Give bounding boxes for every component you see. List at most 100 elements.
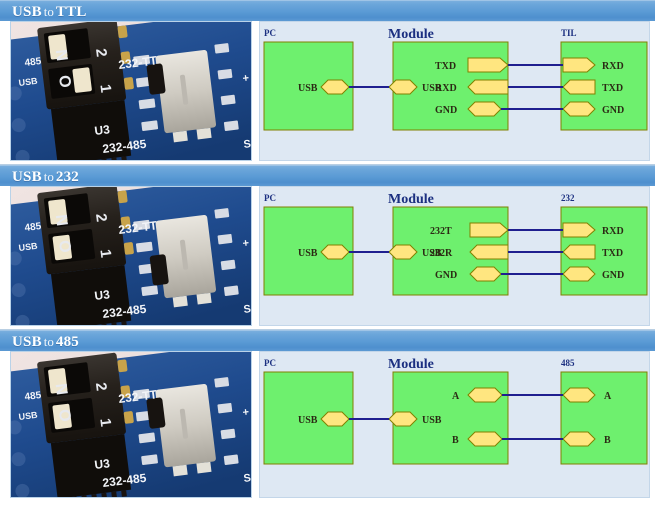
ttl-txd-connector bbox=[562, 79, 596, 95]
rs232-gnd-connector bbox=[562, 266, 596, 282]
svg-text:USB: USB bbox=[18, 410, 39, 422]
svg-text:U3: U3 bbox=[94, 122, 111, 138]
svg-text:S: S bbox=[243, 472, 252, 485]
title-suffix: TTL bbox=[55, 4, 87, 20]
svg-text:232-485: 232-485 bbox=[102, 302, 148, 321]
svg-text:+: + bbox=[242, 237, 250, 250]
svg-text:N: N bbox=[52, 48, 70, 62]
module-box-label: Module bbox=[388, 192, 434, 207]
svg-text:232-TT: 232-TT bbox=[118, 387, 159, 406]
svg-text:1: 1 bbox=[96, 248, 114, 258]
section-body-485: 2 1 N O 485 bbox=[0, 351, 655, 499]
module-b-connector bbox=[467, 431, 503, 447]
section-divider bbox=[0, 164, 655, 165]
pc-usb-label: USB bbox=[298, 83, 318, 94]
rs232-rxd-connector bbox=[562, 222, 596, 238]
module-232r-connector bbox=[469, 244, 509, 260]
svg-text:S: S bbox=[243, 138, 252, 151]
module-a-connector bbox=[467, 387, 503, 403]
svg-text:232-485: 232-485 bbox=[102, 471, 148, 490]
module-rxd-connector bbox=[467, 79, 509, 95]
module-232t-label: 232T bbox=[430, 226, 452, 237]
pc-usb-label: USB bbox=[298, 248, 318, 259]
rs232-txd-label: TXD bbox=[602, 248, 623, 259]
wiring-diagram-485: PC USB Module USB A B 485 A bbox=[259, 351, 650, 498]
pc-box-label: PC bbox=[264, 193, 276, 203]
ttl-rxd-connector bbox=[562, 57, 596, 73]
svg-text:232-TT: 232-TT bbox=[118, 218, 159, 237]
svg-text:N: N bbox=[52, 213, 70, 227]
svg-text:+: + bbox=[242, 406, 250, 419]
title-prefix: USB bbox=[12, 169, 42, 185]
svg-text:485: 485 bbox=[24, 390, 42, 403]
pcb-illustration: 2 1 N O 485 bbox=[11, 22, 251, 160]
svg-text:2: 2 bbox=[92, 48, 110, 58]
board-photo-ttl: 2 1 N O 485 bbox=[10, 21, 252, 161]
module-b-label: B bbox=[452, 435, 459, 446]
svg-text:2: 2 bbox=[92, 213, 110, 223]
ttl-txd-label: TXD bbox=[602, 83, 623, 94]
module-usb-connector bbox=[388, 79, 418, 95]
rs485-a-label: A bbox=[604, 391, 612, 402]
svg-text:1: 1 bbox=[96, 417, 114, 427]
svg-text:232-485: 232-485 bbox=[102, 137, 148, 156]
svg-text:S: S bbox=[243, 303, 252, 316]
ttl-gnd-label: GND bbox=[602, 105, 624, 116]
title-middle: to bbox=[43, 334, 54, 349]
module-txd-connector bbox=[467, 57, 509, 73]
rs485-box bbox=[560, 371, 648, 465]
ttl-gnd-connector bbox=[562, 101, 596, 117]
module-gnd-label: GND bbox=[435, 105, 457, 116]
module-usb-connector bbox=[388, 411, 418, 427]
pc-usb-connector bbox=[320, 411, 350, 427]
svg-text:O: O bbox=[55, 239, 73, 253]
section-body-ttl: 2 1 N O 485 bbox=[0, 21, 655, 164]
module-txd-label: TXD bbox=[435, 61, 456, 72]
rs485-a-connector bbox=[562, 387, 596, 403]
rs485-b-label: B bbox=[604, 435, 611, 446]
title-suffix: 232 bbox=[55, 169, 80, 185]
svg-text:O: O bbox=[55, 408, 73, 422]
ttl-box-label: TIL bbox=[561, 28, 577, 38]
svg-text:U3: U3 bbox=[94, 456, 111, 472]
module-gnd-connector bbox=[469, 266, 502, 282]
svg-text:485: 485 bbox=[24, 56, 42, 69]
module-232r-label: 232R bbox=[430, 248, 453, 259]
module-usb-label: USB bbox=[422, 248, 442, 259]
svg-text:O: O bbox=[55, 74, 73, 88]
rs232-gnd-label: GND bbox=[602, 270, 624, 281]
module-232t-connector bbox=[469, 222, 509, 238]
section-usb-to-485: USB to 485 bbox=[0, 330, 655, 499]
pc-usb-label: USB bbox=[298, 415, 318, 426]
board-photo-232: 2 1 N O 485 bbox=[10, 186, 252, 326]
module-gnd-connector bbox=[467, 101, 502, 117]
pc-usb-connector bbox=[320, 79, 350, 95]
svg-text:232-TT: 232-TT bbox=[118, 53, 159, 72]
pcb-illustration: 2 1 N O 485 bbox=[11, 352, 251, 497]
board-photo-485: 2 1 N O 485 bbox=[10, 351, 252, 498]
module-usb-label: USB bbox=[422, 83, 442, 94]
module-box-label: Module bbox=[388, 357, 434, 372]
rs232-rxd-label: RXD bbox=[602, 226, 624, 237]
wiring-diagram-232: PC USB Module USB 232T 232R GND 232 bbox=[259, 186, 650, 326]
section-body-232: 2 1 N O 485 bbox=[0, 186, 655, 329]
title-middle: to bbox=[43, 169, 54, 184]
title-prefix: USB bbox=[12, 4, 42, 20]
module-rxd-label: RXD bbox=[435, 83, 457, 94]
module-usb-label: USB bbox=[422, 415, 442, 426]
wiring-diagram-ttl: PC USB Module USB TXD RXD GND bbox=[259, 21, 650, 161]
pc-box-label: PC bbox=[264, 28, 276, 38]
svg-text:+: + bbox=[242, 72, 250, 85]
svg-text:USB: USB bbox=[18, 241, 39, 253]
rs485-box-label: 485 bbox=[561, 358, 575, 368]
svg-text:USB: USB bbox=[18, 76, 39, 88]
svg-text:2: 2 bbox=[92, 382, 110, 392]
pcb-illustration: 2 1 N O 485 bbox=[11, 187, 251, 325]
section-divider bbox=[0, 329, 655, 330]
